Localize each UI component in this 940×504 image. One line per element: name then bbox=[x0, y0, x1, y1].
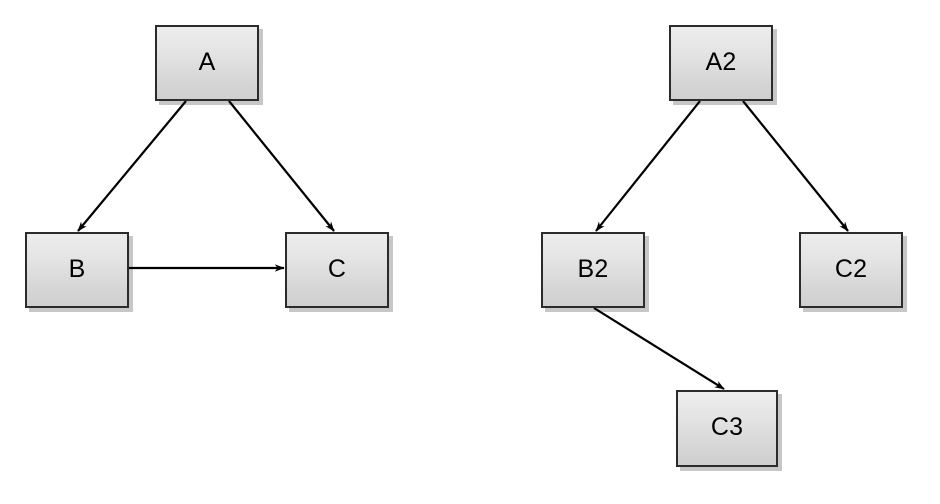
node-b[interactable]: B bbox=[25, 232, 129, 308]
node-label-c2: C2 bbox=[834, 254, 868, 283]
node-label-a: A bbox=[198, 47, 216, 76]
node-label-b: B bbox=[68, 254, 86, 283]
node-c3[interactable]: C3 bbox=[676, 390, 778, 467]
node-c[interactable]: C bbox=[285, 232, 389, 308]
node-label-c3: C3 bbox=[710, 413, 744, 441]
node-label-b2: B2 bbox=[577, 254, 609, 283]
edge-b2-to-c3[interactable] bbox=[593, 307, 725, 390]
node-b2[interactable]: B2 bbox=[541, 232, 645, 308]
node-a[interactable]: A bbox=[155, 25, 259, 101]
node-label-c: C bbox=[327, 254, 347, 283]
node-a2[interactable]: A2 bbox=[669, 25, 773, 101]
edge-a-to-c[interactable] bbox=[228, 100, 335, 232]
edge-a-to-b[interactable] bbox=[77, 100, 187, 232]
edge-a2-to-c2[interactable] bbox=[742, 100, 849, 232]
node-c2[interactable]: C2 bbox=[799, 232, 903, 308]
edge-a2-to-b2[interactable] bbox=[595, 100, 701, 232]
node-label-a2: A2 bbox=[705, 47, 737, 76]
